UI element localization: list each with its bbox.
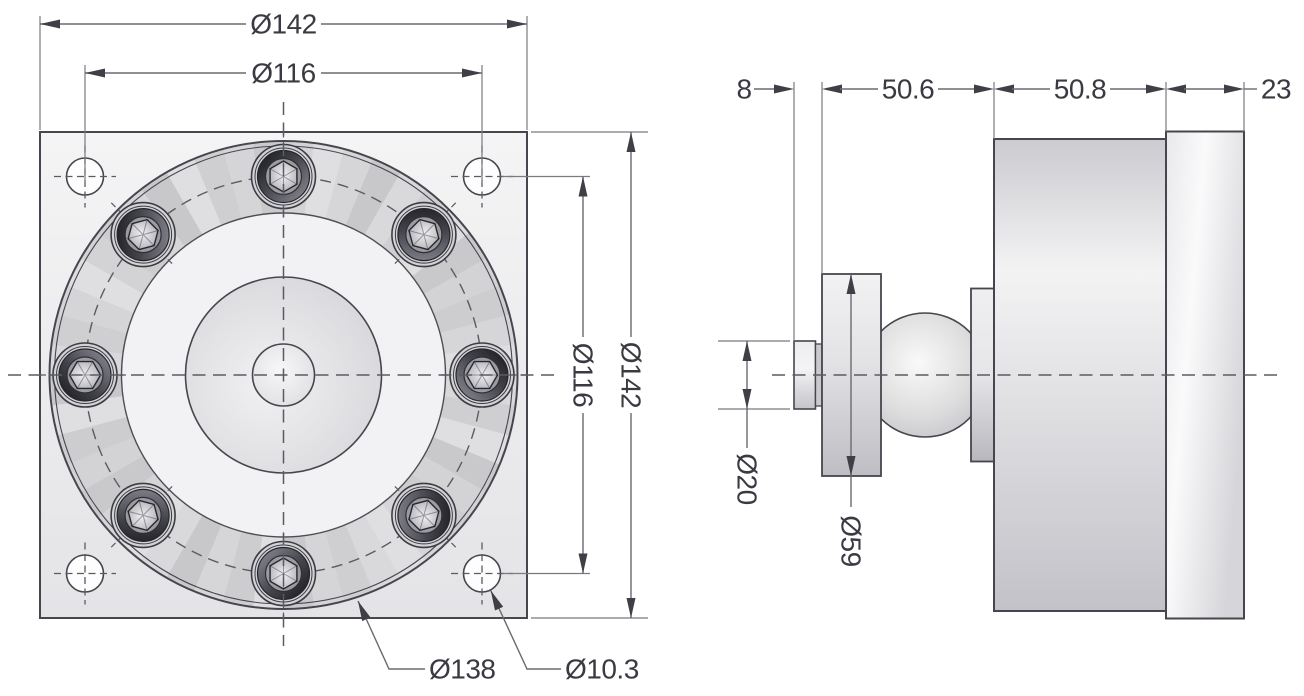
socket-head-screw — [391, 482, 457, 549]
dim-label-plate-width: Ø142 — [250, 9, 317, 40]
socket-head-screw — [391, 201, 457, 268]
dim-bolt-circle-right: Ø116 — [502, 175, 599, 575]
dim-label-body-length: 50.8 — [1054, 74, 1107, 105]
leader-corner-hole: Ø10.3 — [490, 590, 639, 685]
dim-plate-width-top: Ø142 — [39, 9, 528, 130]
dim-label-flange-thickness: 23 — [1261, 74, 1291, 105]
leader-flange-od: Ø138 — [357, 600, 496, 685]
socket-head-screw — [110, 201, 176, 268]
dim-label-bolt-circle: Ø116 — [251, 58, 315, 89]
dim-flange-thickness: 23 — [1166, 74, 1292, 105]
dim-label-plate-height: Ø142 — [616, 342, 647, 409]
dim-label-disc-dia: Ø59 — [836, 515, 867, 566]
dim-stub-dia: Ø20 — [718, 340, 790, 505]
dim-label-corner-hole: Ø10.3 — [565, 654, 639, 685]
dim-bolt-circle-top: Ø116 — [84, 58, 483, 183]
socket-head-screw — [40, 342, 130, 408]
front-view — [8, 102, 561, 646]
dim-label-flange-od: Ø138 — [429, 654, 496, 685]
dim-mid-section-length: 50.6 — [822, 74, 994, 105]
dim-body-length: 50.8 — [994, 74, 1166, 105]
dim-label-mid-section: 50.6 — [882, 74, 935, 105]
dim-extension-lines-top — [793, 82, 1245, 341]
dim-disc-dia: Ø59 — [836, 274, 867, 567]
dim-label-stub-dia: Ø20 — [732, 453, 763, 504]
dim-label-stub-length: 8 — [736, 74, 751, 105]
dim-stub-length: 8 — [736, 74, 794, 105]
dim-label-bolt-circle-v: Ø116 — [568, 343, 599, 407]
dim-plate-height-right: Ø142 — [531, 131, 648, 619]
socket-head-screw — [110, 482, 176, 549]
